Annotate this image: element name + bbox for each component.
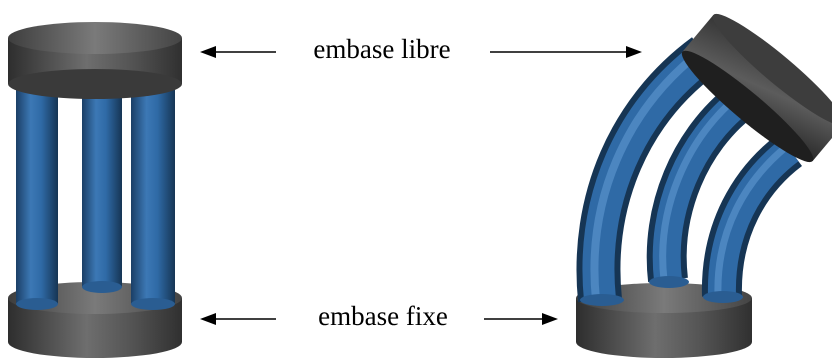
right-rod-inner (701, 134, 803, 297)
right-rod-inner-foot (703, 291, 743, 303)
right-rod-outer-foot (580, 294, 624, 306)
arrow-top-right (490, 46, 642, 58)
left-rod-left (16, 72, 58, 310)
arrow-bottom-right (484, 313, 558, 325)
straight-assembly (8, 22, 182, 358)
arrow-top-left (200, 46, 276, 58)
label-top-group: embase libre (200, 34, 642, 64)
left-rod-right (131, 72, 175, 310)
left-top-base (8, 22, 182, 99)
left-rod-middle (82, 92, 122, 293)
right-rod-outer (576, 37, 719, 303)
label-bottom-group: embase fixe (200, 301, 558, 331)
arrow-bottom-left (200, 313, 276, 325)
label-embase-libre: embase libre (313, 34, 450, 64)
right-rod-middle (646, 84, 755, 283)
right-rod-middle-foot (649, 276, 689, 288)
label-embase-fixe: embase fixe (318, 301, 448, 331)
right-top-base (681, 13, 832, 163)
bent-assembly (576, 13, 832, 358)
